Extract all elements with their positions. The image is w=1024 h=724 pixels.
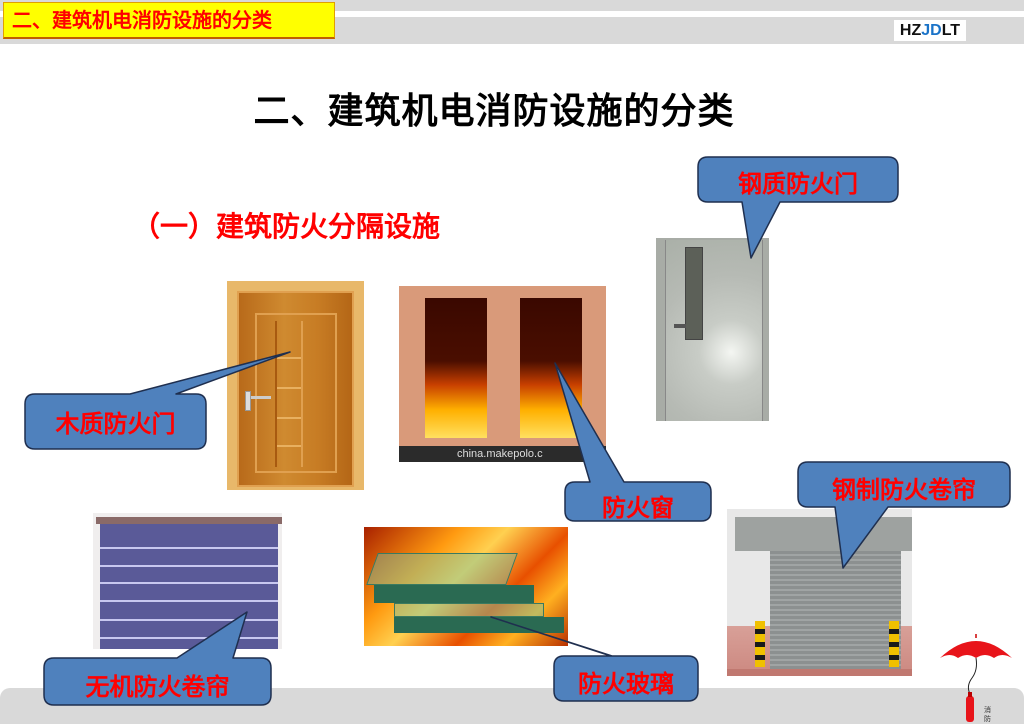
slide-title: 二、建筑机电消防设施的分类 [253, 91, 735, 132]
label-fire-glass: 防火玻璃 [578, 670, 674, 698]
image-watermark: china.makepolo.c [399, 446, 606, 462]
slide-subtitle: （一）建筑防火分隔设施 [132, 210, 441, 243]
top-band [0, 0, 1024, 11]
label-steel-rolling-shutter: 钢制防火卷帘 [832, 476, 976, 504]
label-inorganic-rolling-shutter: 无机防火卷帘 [85, 673, 230, 701]
inorganic-rolling-shutter-image [93, 513, 282, 649]
umbrella-extinguisher-icon: 消 防 [940, 634, 1012, 723]
fire-window-image: china.makepolo.c [399, 286, 606, 462]
logo-part-2: JD [921, 22, 942, 39]
logo-part-1: HZ [899, 22, 922, 39]
door-handle-icon [245, 391, 251, 411]
steel-fire-door-image [656, 238, 769, 421]
label-steel-fire-door: 钢质防火门 [738, 170, 858, 198]
logo-part-3: LT [941, 22, 961, 39]
svg-text:消: 消 [984, 705, 991, 714]
label-wood-fire-door: 木质防火门 [55, 410, 176, 438]
steel-rolling-shutter-image [727, 509, 912, 676]
wood-fire-door-image [227, 281, 364, 490]
fire-glass-image [364, 527, 568, 646]
svg-text:防: 防 [984, 714, 991, 723]
section-tag: 二、建筑机电消防设施的分类 [3, 2, 335, 39]
logo: HZJDLT [894, 20, 966, 41]
label-fire-window: 防火窗 [602, 494, 674, 522]
